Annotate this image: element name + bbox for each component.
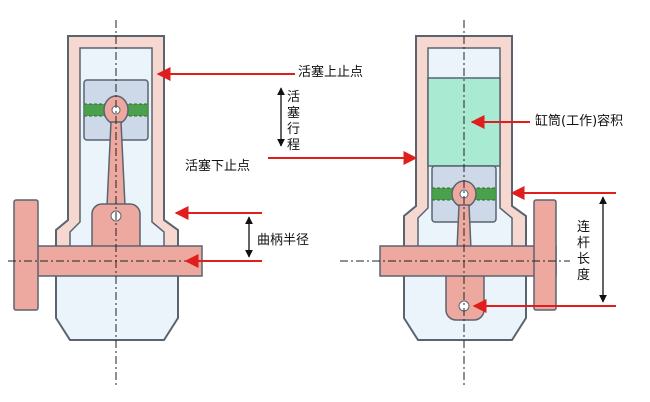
- crank-radius-label: 曲柄半径: [257, 233, 310, 248]
- left-flywheel: [13, 199, 39, 311]
- right-flywheel: [533, 199, 557, 311]
- left-engine: [8, 20, 210, 385]
- annotation-arrows: [156, 67, 616, 313]
- bdc-label: 活塞下止点: [185, 159, 251, 174]
- tdc-label: 活塞上止点: [298, 65, 364, 80]
- cylinder-volume-label: 缸筒(工作)容积: [535, 114, 624, 129]
- right-engine: [340, 20, 570, 385]
- rod-length-label: 连杆长度: [576, 220, 590, 283]
- left-crankcase: [55, 269, 179, 341]
- dimension-lines: [245, 87, 607, 303]
- stroke-label: 活塞行程: [286, 90, 300, 153]
